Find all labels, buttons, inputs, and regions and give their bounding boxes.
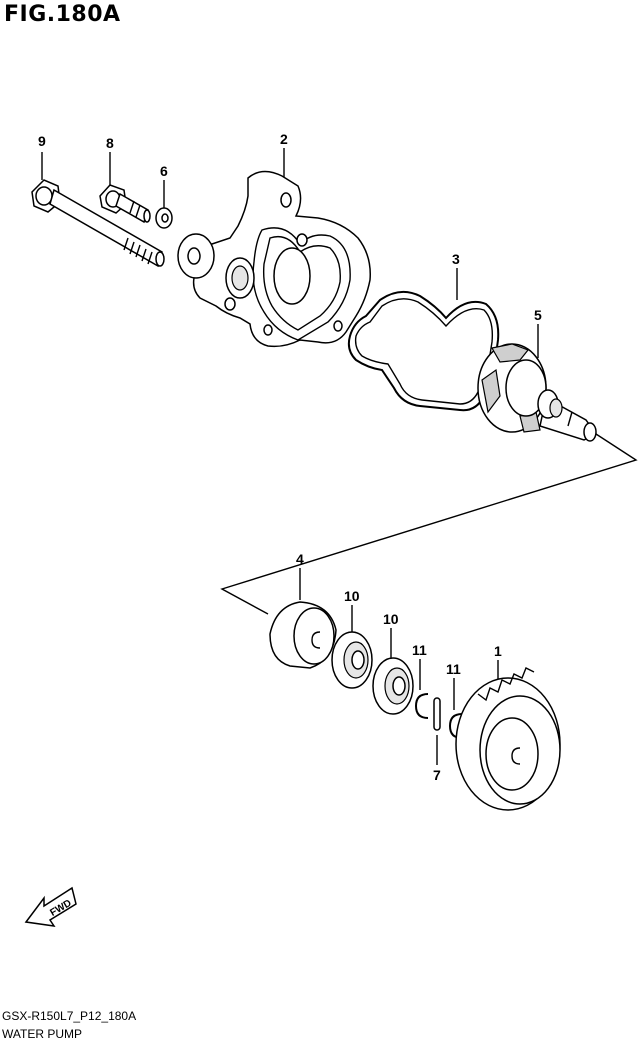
callout-labels: 9 8 6 2 3 5 4 10 10 11 11 1 7 [38, 131, 542, 783]
callout-8: 8 [106, 135, 114, 151]
callout-4: 4 [296, 551, 304, 567]
callout-6: 6 [160, 163, 168, 179]
part-10-bearing-a [331, 631, 373, 689]
part-1-driven-gear [455, 667, 561, 811]
callout-9: 9 [38, 133, 46, 149]
callout-5: 5 [534, 307, 542, 323]
callout-7: 7 [433, 767, 441, 783]
callout-11-second: 11 [446, 661, 461, 677]
part-3-o-ring [347, 290, 500, 412]
callout-11-first: 11 [412, 642, 427, 658]
part-11-circlip-a [414, 693, 429, 719]
leader-lines [41, 148, 638, 765]
part-4-seal [269, 601, 337, 669]
part-9-long-bolt [31, 179, 165, 268]
figure-name: WATER PUMP [2, 1027, 82, 1041]
figure-code: GSX-R150L7_P12_180A [2, 1009, 137, 1023]
part-5-impeller-shaft [477, 343, 598, 442]
callout-10-first: 10 [344, 588, 360, 604]
fwd-arrow-icon: FWD [24, 886, 77, 927]
callout-3: 3 [452, 251, 460, 267]
callout-2: 2 [280, 131, 288, 147]
part-6-washer [155, 207, 173, 229]
callout-10-second: 10 [383, 611, 399, 627]
part-10-bearing-b [372, 657, 414, 715]
part-2-pump-cover [177, 170, 371, 348]
part-8-short-bolt [99, 184, 151, 224]
callout-1: 1 [494, 643, 502, 659]
part-7-pin [433, 697, 441, 731]
figure-title: FIG.180A [4, 2, 121, 27]
